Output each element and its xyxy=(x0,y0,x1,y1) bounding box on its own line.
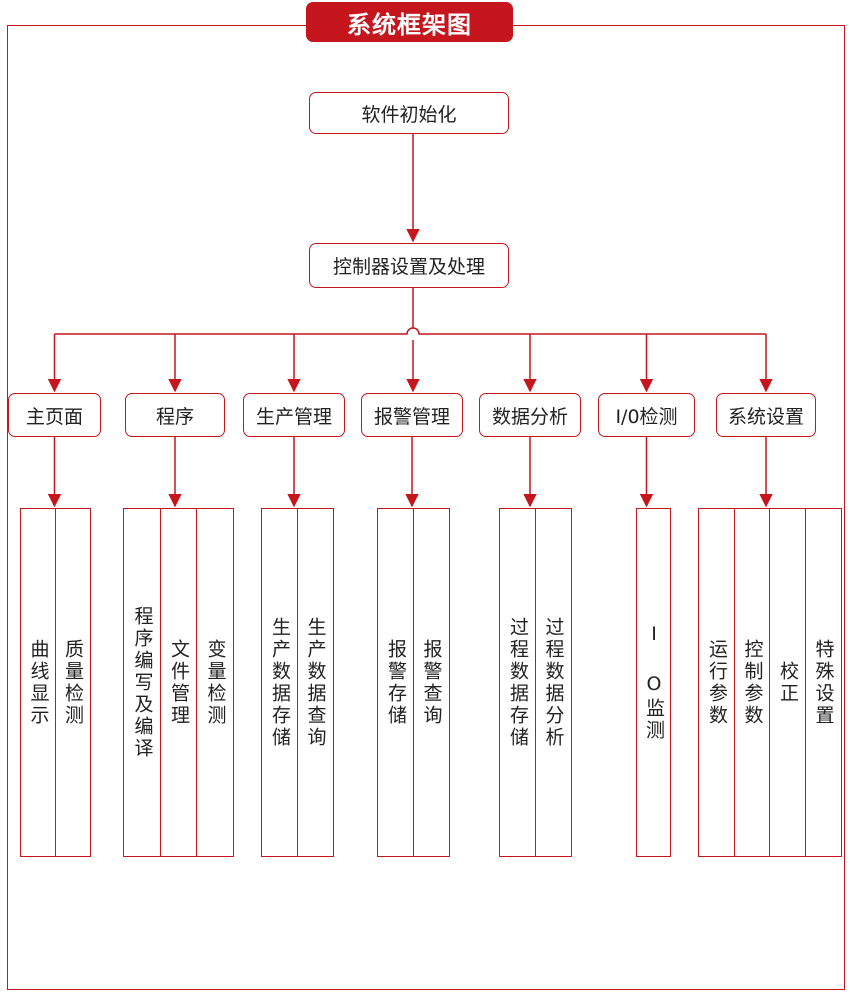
software-init-node: 软件初始化 xyxy=(309,92,509,134)
subitem-label: 曲线显示 xyxy=(27,638,50,727)
subitem-production-0: 生产数据存储 xyxy=(261,508,298,857)
subitem-label: 程序编写及编译 xyxy=(131,605,154,760)
module-label-alarm: 报警管理 xyxy=(373,405,450,428)
module-label-analysis: 数据分析 xyxy=(491,405,568,428)
subitem-label: I O监测 xyxy=(643,623,665,742)
subgroup-production: 生产数据存储生产数据查询 xyxy=(261,508,334,857)
subitem-label: 运行参数 xyxy=(706,638,728,727)
software-init-label: 软件初始化 xyxy=(361,103,457,126)
module-label-program: 程序 xyxy=(155,405,194,428)
subitem-program-1: 文件管理 xyxy=(159,508,198,857)
module-node-settings: 系统设置 xyxy=(716,393,816,437)
module-node-io: I/0检测 xyxy=(598,393,695,437)
subitem-settings-3: 特殊设置 xyxy=(804,508,842,857)
subitem-settings-0: 运行参数 xyxy=(698,508,735,857)
subitem-label: 生产数据存储 xyxy=(269,616,291,749)
controller-label: 控制器设置及处理 xyxy=(332,256,485,278)
subitem-main-0: 曲线显示 xyxy=(20,508,56,857)
subitem-label: 过程数据存储 xyxy=(507,616,529,749)
subitem-label: 控制参数 xyxy=(741,638,764,727)
subitem-settings-1: 控制参数 xyxy=(733,508,771,857)
subitem-main-1: 质量检测 xyxy=(54,508,91,857)
subitem-label: 生产数据查询 xyxy=(304,616,327,749)
subgroup-alarm: 报警存储报警查询 xyxy=(377,508,450,857)
subgroup-io: I O监测 xyxy=(636,508,671,857)
subitem-program-2: 变量检测 xyxy=(196,508,234,857)
module-label-production: 生产管理 xyxy=(255,405,332,428)
subitem-io-0: I O监测 xyxy=(636,508,671,857)
subitem-alarm-1: 报警查询 xyxy=(412,508,450,857)
module-label-settings: 系统设置 xyxy=(727,405,804,428)
subitem-label: 文件管理 xyxy=(168,638,190,727)
subgroup-main: 曲线显示质量检测 xyxy=(20,508,91,857)
diagram-title: 系统框架图 xyxy=(306,2,513,42)
module-node-main: 主页面 xyxy=(8,393,101,437)
subgroup-analysis: 过程数据存储过程数据分析 xyxy=(499,508,572,857)
module-label-io: I/0检测 xyxy=(615,405,678,428)
subitem-program-0: 程序编写及编译 xyxy=(123,508,161,857)
subitem-label: 过程数据分析 xyxy=(542,616,565,749)
module-node-alarm: 报警管理 xyxy=(361,393,463,437)
subitem-analysis-1: 过程数据分析 xyxy=(534,508,572,857)
subitem-label: 变量检测 xyxy=(204,638,227,727)
subitem-label: 质量检测 xyxy=(62,638,84,727)
module-node-program: 程序 xyxy=(125,393,225,437)
subitem-label: 报警查询 xyxy=(420,638,443,727)
subitem-label: 特殊设置 xyxy=(812,638,835,727)
subitem-label: 校正 xyxy=(777,660,799,705)
module-node-analysis: 数据分析 xyxy=(479,393,581,437)
subgroup-settings: 运行参数控制参数校正特殊设置 xyxy=(698,508,842,857)
controller-node: 控制器设置及处理 xyxy=(309,243,509,288)
subitem-production-1: 生产数据查询 xyxy=(296,508,334,857)
subitem-settings-2: 校正 xyxy=(769,508,806,857)
subitem-alarm-0: 报警存储 xyxy=(377,508,414,857)
module-node-production: 生产管理 xyxy=(243,393,345,437)
module-bus-line xyxy=(54,327,766,335)
module-label-main: 主页面 xyxy=(25,405,83,428)
subgroup-program: 程序编写及编译文件管理变量检测 xyxy=(123,508,234,857)
subitem-analysis-0: 过程数据存储 xyxy=(499,508,536,857)
subitem-label: 报警存储 xyxy=(385,638,407,727)
